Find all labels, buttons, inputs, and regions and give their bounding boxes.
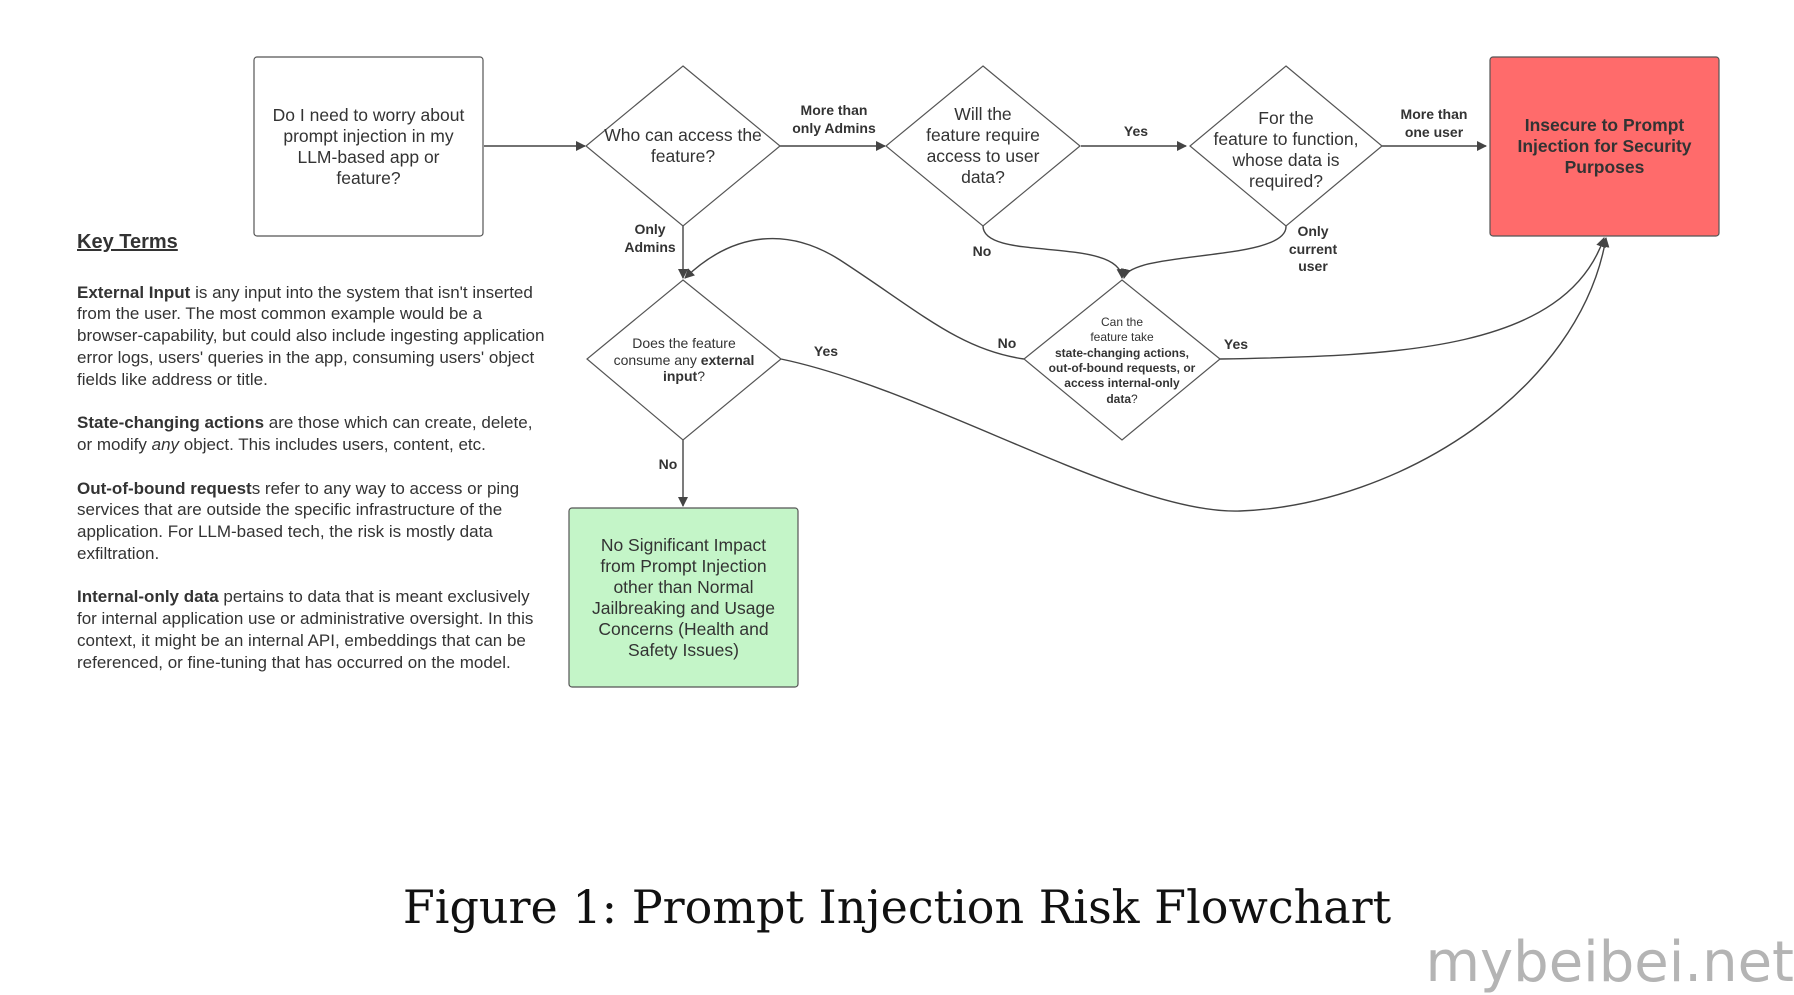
figure-caption: Figure 1: Prompt Injection Risk Flowchar… [402, 880, 1392, 934]
label-no-state: No [997, 335, 1017, 351]
edge-state-changing-no-loop [684, 237, 1025, 360]
no-impact-text: No Significant Impact from Prompt Inject… [592, 534, 775, 660]
label-more-than-admins: More than only Admins [792, 102, 876, 136]
label-only-current-user: Only current user [1288, 223, 1338, 274]
label-no-external: No [658, 456, 678, 472]
external-input-text: Does the feature consume any external in… [613, 334, 755, 385]
start-box [253, 56, 484, 237]
start-box-text: Do I need to worry about prompt injectio… [272, 104, 465, 188]
term-external-input: External Input is any input into the sys… [77, 282, 545, 389]
term-out-of-bound: Out-of-bound requests refer to any way t… [77, 478, 520, 563]
no-impact-box [568, 507, 799, 688]
whose-data-text: For the feature to function, whose data … [1213, 108, 1359, 191]
edge-state-changing-to-insecure [1219, 237, 1606, 360]
label-yes-external: Yes [813, 343, 839, 359]
edge-whose-data-to-state-changing [1121, 225, 1287, 279]
state-changing-text: Can the feature take state-changing acti… [1048, 314, 1196, 406]
edge-user-data-to-state-changing [982, 225, 1127, 279]
user-data-text: Will the feature require access to user … [926, 104, 1040, 187]
watermark: mybeibei.net [1425, 930, 1794, 995]
user-data-diamond [885, 65, 1081, 227]
insecure-text: Insecure to Prompt Injection for Securit… [1517, 115, 1692, 177]
whose-data-diamond [1189, 65, 1383, 227]
term-internal-only: Internal-only data pertains to data that… [77, 587, 534, 672]
label-only-admins: Only Admins [624, 221, 676, 255]
who-access-diamond [585, 65, 781, 227]
insecure-box [1489, 56, 1720, 237]
edge-external-input-to-insecure [780, 237, 1610, 512]
label-more-than-one-user: More than one user [1400, 106, 1468, 140]
who-access-text: Who can access the feature? [604, 125, 762, 166]
external-input-diamond [586, 279, 782, 441]
state-changing-diamond [1023, 279, 1221, 441]
label-no-user-data: No [972, 243, 992, 259]
key-terms-heading: Key Terms [77, 231, 178, 253]
key-terms-panel: Key Terms External Input is any input in… [77, 231, 547, 695]
label-yes-state: Yes [1223, 336, 1249, 352]
label-yes-user-data: Yes [1123, 123, 1149, 139]
term-state-changing: State-changing actions are those which c… [77, 413, 533, 454]
